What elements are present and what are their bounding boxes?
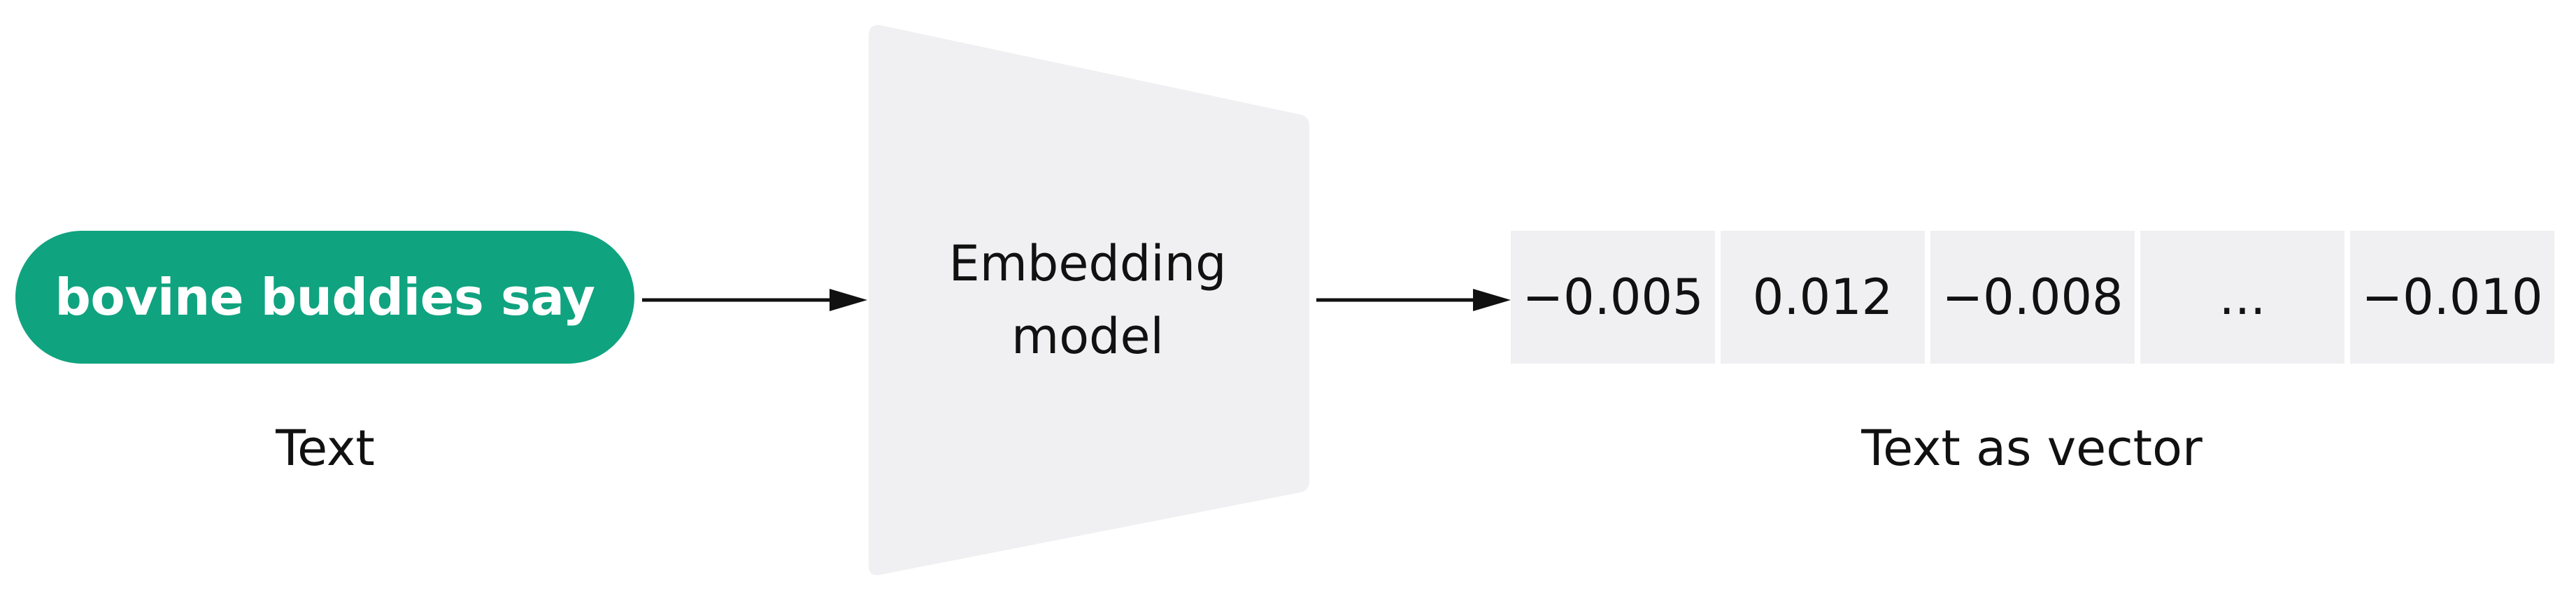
embedding-model-label: Embedding model <box>948 227 1226 373</box>
embedding-model-label-line1: Embedding <box>948 235 1227 292</box>
vector-cell: 0.012 <box>1721 231 1925 364</box>
vector-cell-ellipsis: ... <box>2140 231 2344 364</box>
vector-cell: −0.005 <box>1511 231 1715 364</box>
input-text: bovine buddies say <box>55 268 595 327</box>
vector-cell-value: −0.008 <box>1942 269 2123 326</box>
embedding-model-label-line2: model <box>1011 308 1164 365</box>
embedding-model-shape <box>869 24 1309 576</box>
vector-cell-value: −0.005 <box>1522 269 1704 326</box>
arrow-text-to-model <box>642 289 867 311</box>
vector-row: −0.005 0.012 −0.008 ... −0.010 <box>1511 231 2554 364</box>
vector-caption: Text as vector <box>1861 420 2203 477</box>
vector-cell-value: 0.012 <box>1752 269 1893 326</box>
vector-cell: −0.008 <box>1930 231 2135 364</box>
text-caption: Text <box>276 420 375 477</box>
input-text-pill: bovine buddies say <box>15 231 634 364</box>
vector-cell-value: −0.010 <box>2361 269 2543 326</box>
vector-cell-value: ... <box>2219 269 2266 326</box>
arrow-model-to-vector <box>1316 289 1511 311</box>
vector-cell: −0.010 <box>2350 231 2554 364</box>
